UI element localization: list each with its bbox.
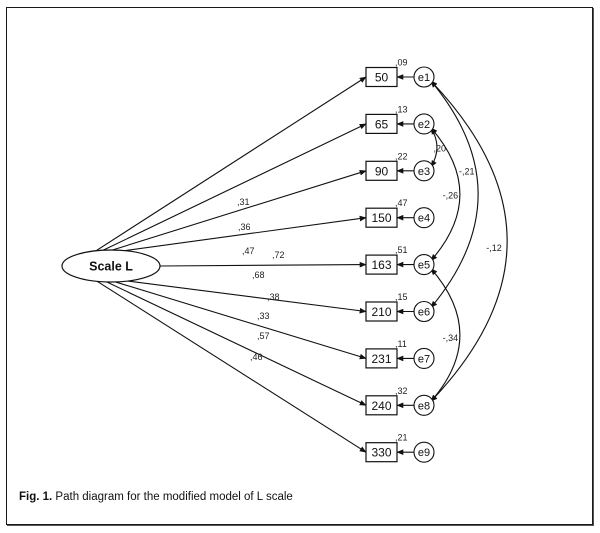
r-squared-value: ,09	[395, 58, 408, 68]
error-term-label: e1	[418, 72, 430, 84]
loading-value: ,46	[250, 352, 263, 362]
indicator-label: 330	[371, 446, 391, 460]
error-term-label: e4	[418, 213, 430, 225]
loading-path	[159, 261, 367, 268]
loading-value: ,68	[252, 270, 265, 280]
covariance-arc	[430, 80, 508, 402]
indicator-box	[365, 442, 398, 463]
indicator-label: 65	[375, 117, 389, 131]
indicator-box	[365, 207, 398, 228]
indicator-label: 50	[375, 71, 389, 85]
loading-path	[123, 215, 367, 252]
error-term-circle	[413, 394, 435, 416]
loading-value: ,72	[272, 250, 285, 260]
figure-caption: Fig. 1. Path diagram for the modified mo…	[19, 491, 293, 503]
indicator-label: 163	[371, 258, 391, 272]
error-term-label: e5	[418, 260, 430, 272]
error-term-label: e8	[418, 400, 430, 412]
indicator-label: 210	[371, 305, 391, 319]
latent-variable-label: Scale L	[89, 260, 133, 274]
r-squared-value: ,22	[395, 151, 408, 161]
covariance-value: -,21	[459, 166, 475, 176]
covariance-value: -,26	[443, 190, 459, 200]
indicator-label: 150	[371, 211, 391, 225]
indicator-box	[365, 301, 398, 322]
loading-value: ,38	[267, 292, 280, 302]
error-term-circle	[413, 441, 435, 463]
covariance-arc	[430, 268, 461, 402]
indicator-label: 231	[371, 352, 391, 366]
loading-value: ,47	[242, 246, 255, 256]
loading-path	[96, 280, 367, 453]
loading-value: ,57	[257, 331, 270, 341]
error-term-circle	[413, 254, 435, 276]
loading-path	[115, 281, 367, 360]
covariance-value: -,34	[443, 333, 459, 343]
r-squared-value: ,51	[395, 245, 408, 255]
covariance-arc	[430, 127, 461, 262]
error-term-circle	[413, 300, 435, 323]
loading-path	[112, 170, 367, 251]
loading-path	[95, 76, 367, 252]
indicator-box	[365, 254, 398, 275]
error-term-circle	[413, 113, 435, 135]
error-term-label: e6	[418, 307, 430, 319]
error-term-circle	[413, 347, 435, 369]
covariance-arc	[430, 80, 479, 309]
r-squared-value: ,32	[395, 386, 408, 396]
error-term-circle	[413, 207, 435, 229]
latent-variable-ellipse	[61, 249, 161, 283]
r-squared-value: ,15	[395, 292, 408, 302]
loading-path	[102, 123, 367, 251]
error-term-label: e7	[418, 353, 430, 365]
indicator-label: 90	[375, 164, 389, 178]
loading-path	[106, 281, 367, 406]
loading-value: ,36	[238, 222, 251, 232]
r-squared-value: ,13	[395, 104, 408, 114]
loading-value: ,33	[257, 311, 270, 321]
covariance-value: ,20	[434, 143, 447, 153]
r-squared-value: ,11	[395, 339, 407, 349]
error-term-label: e3	[418, 166, 430, 178]
r-squared-value: ,47	[395, 198, 408, 208]
indicator-box	[365, 113, 398, 135]
r-squared-value: ,21	[395, 433, 408, 443]
error-term-circle	[413, 160, 435, 182]
error-term-label: e2	[418, 119, 430, 131]
indicator-box	[365, 395, 398, 416]
caption-prefix: Fig. 1.	[19, 491, 53, 503]
caption-text: Path diagram for the modified model of L…	[52, 491, 293, 503]
loading-value: ,31	[237, 197, 250, 207]
indicator-box	[365, 160, 398, 181]
covariance-value: -,12	[486, 243, 502, 253]
loading-path	[126, 280, 367, 314]
error-term-circle	[413, 66, 435, 88]
indicator-box	[365, 66, 398, 88]
indicator-box	[365, 348, 398, 369]
error-term-label: e9	[418, 447, 430, 459]
indicator-label: 240	[371, 399, 391, 413]
